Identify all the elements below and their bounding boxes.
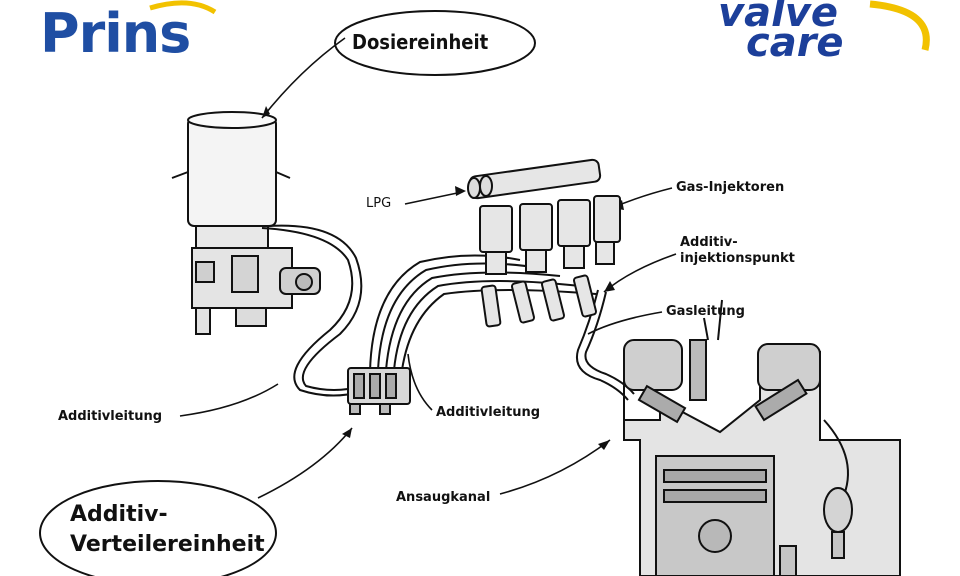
label-verteilereinheit-line2: Verteilereinheit <box>70 532 265 557</box>
label-additivleitung-center: Additivleitung <box>436 405 541 420</box>
engine-drawing <box>623 299 901 576</box>
label-additiv-injektionspunkt: Additiv- injektionspunkt <box>680 235 795 267</box>
label-lpg: LPG <box>366 196 392 211</box>
additive-tubes <box>261 224 635 401</box>
label-gasleitung: Gasleitung <box>666 304 745 319</box>
label-verteilereinheit-line1: Additiv- <box>70 502 168 527</box>
valvecare-logo-line1: valve <box>718 0 838 36</box>
prins-logo-swoosh <box>149 0 217 15</box>
label-verteilereinheit: Additiv- Verteilereinheit <box>70 500 265 560</box>
label-gas-injektoren: Gas-Injektoren <box>676 180 785 195</box>
label-ansaugkanal: Ansaugkanal <box>396 490 491 505</box>
valvecare-logo-line2: care <box>746 20 844 66</box>
label-dosiereinheit: Dosiereinheit <box>352 30 489 54</box>
prins-logo: Prins <box>40 2 191 65</box>
label-additiv-injektionspunkt-line1: Additiv- <box>680 235 738 250</box>
label-additiv-injektionspunkt-line2: injektionspunkt <box>680 251 795 266</box>
distributor-drawing <box>347 367 411 415</box>
dosiereinheit-ellipse <box>334 10 536 76</box>
injector-rail-drawing <box>467 158 621 328</box>
verteiler-ellipse <box>39 480 277 576</box>
valvecare-logo: valve care <box>718 0 844 66</box>
dosing-unit-drawing <box>171 111 321 335</box>
valvecare-logo-swoosh <box>869 0 930 51</box>
label-additivleitung-left: Additivleitung <box>58 409 163 424</box>
